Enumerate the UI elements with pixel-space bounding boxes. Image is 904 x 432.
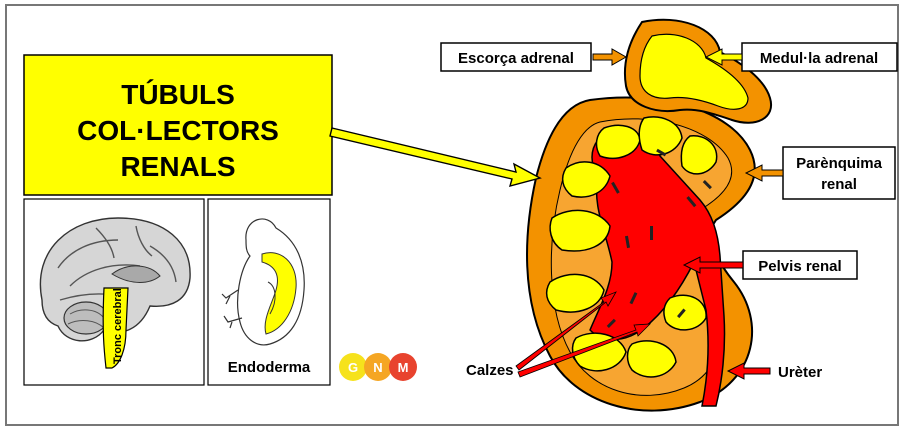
title-pointer-arrow (330, 128, 540, 186)
logo-letter-g: G (348, 360, 358, 375)
label-parenchyma-line-2: renal (821, 176, 857, 193)
arrow-adrenal-cortex (593, 49, 626, 65)
pyramid (664, 295, 706, 330)
kidney (527, 97, 755, 410)
label-calyces: Calzes (466, 362, 514, 379)
label-ureter: Urèter (778, 364, 822, 381)
title-line-2: COL·LECTORS (77, 115, 279, 146)
embryo-thumbnail: Endoderma (208, 199, 330, 385)
label-adrenal-medulla: Medul·la adrenal (760, 50, 878, 67)
label-renal-pelvis: Pelvis renal (758, 258, 841, 275)
title-line-1: TÚBULS (121, 79, 235, 110)
embryo-label: Endoderma (228, 359, 311, 376)
label-adrenal-cortex: Escorça adrenal (458, 50, 574, 67)
brain-thumbnail: Tronc cerebral (24, 199, 204, 385)
logo-letter-m: M (398, 360, 409, 375)
label-parenchyma-line-1: Parènquima (796, 155, 883, 172)
gnm-logo: G N M (339, 353, 417, 381)
logo-letter-n: N (373, 360, 382, 375)
title-line-3: RENALS (120, 151, 235, 182)
brain-label: Tronc cerebral (112, 288, 124, 364)
